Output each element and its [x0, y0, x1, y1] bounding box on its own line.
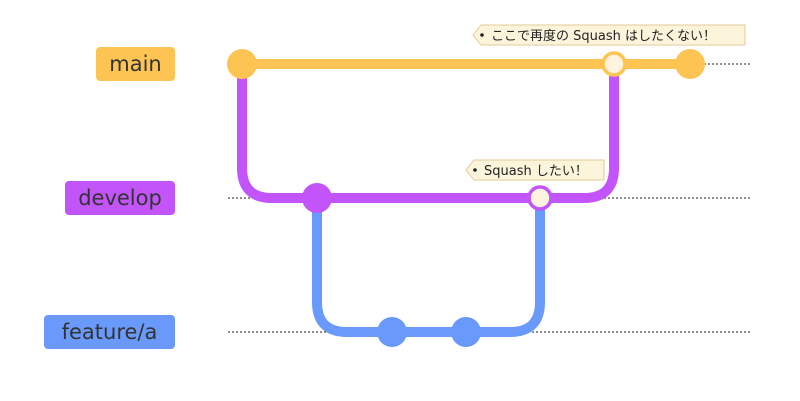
branch-label-main-text: main: [109, 52, 161, 76]
commit-feature-1: [377, 317, 407, 347]
develop-branch-path: [237, 64, 317, 203]
tag-develop-merge: Squash したい！: [465, 159, 605, 181]
tag-develop-merge-shape: [465, 159, 605, 181]
tag-main-merge-hole: [480, 33, 484, 37]
branch-label-main-box: [96, 47, 175, 81]
branch-label-feature: feature/a: [44, 315, 175, 349]
tag-main-merge: ここで再度の Squash はしたくない！: [472, 24, 746, 46]
branch-label-feature-box: [44, 315, 175, 349]
commit-main-merge: [601, 51, 627, 77]
branch-label-develop: develop: [65, 181, 175, 215]
branch-label-develop-box: [65, 181, 175, 215]
feature-branch-path: [312, 198, 545, 337]
tag-develop-merge-hole: [473, 168, 477, 172]
commit-develop-1: [302, 183, 332, 213]
commit-feature-2: [451, 317, 481, 347]
branch-label-feature-text: feature/a: [62, 320, 158, 344]
commit-main-1: [227, 49, 257, 79]
commit-main-2: [675, 49, 705, 79]
develop-to-main-merge-path: [317, 64, 619, 203]
tag-develop-merge-text: Squash したい！: [484, 164, 588, 179]
branch-label-develop-text: develop: [78, 186, 162, 210]
tag-main-merge-shape: [472, 24, 746, 46]
tag-main-merge-text: ここで再度の Squash はしたくない！: [491, 28, 716, 44]
branch-label-main: main: [96, 47, 175, 81]
commit-develop-merge: [527, 185, 553, 211]
